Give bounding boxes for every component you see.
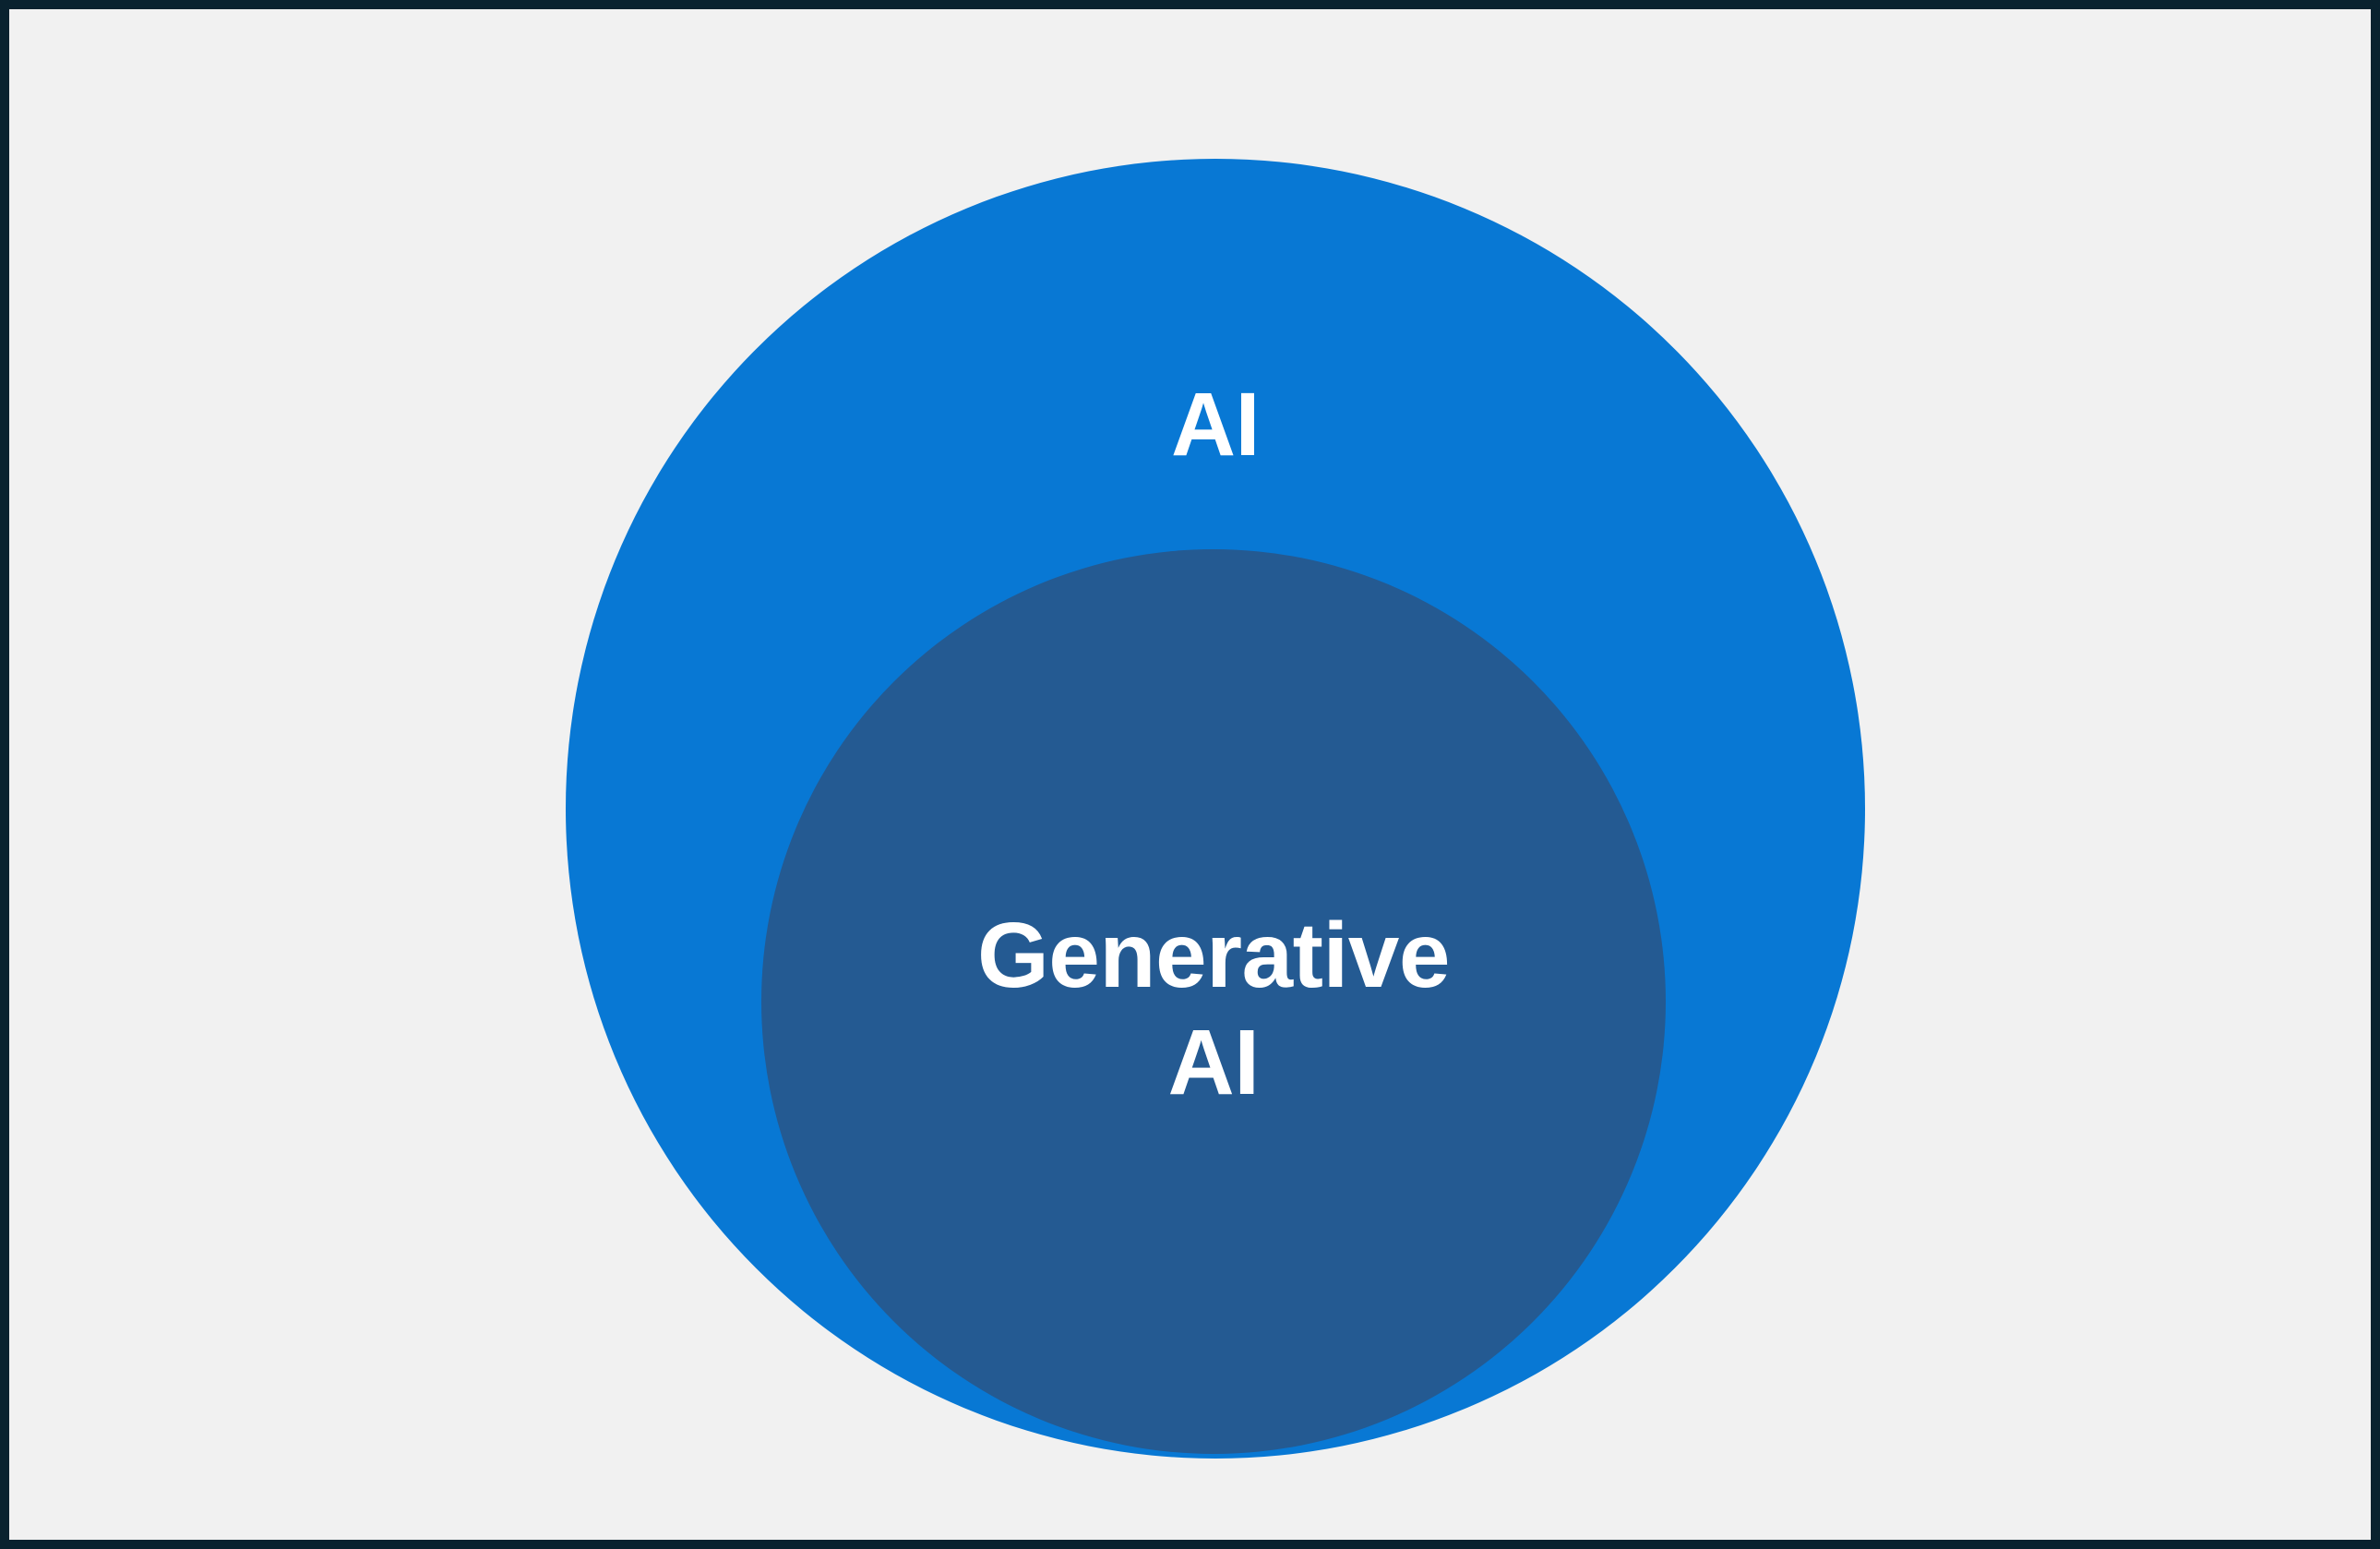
set-label-generative-ai: Generative AI	[977, 904, 1450, 1114]
set-label-ai: AI	[1171, 374, 1261, 474]
set-circle-generative-ai[interactable]: Generative AI	[761, 549, 1666, 1454]
venn-diagram: AI Generative AI	[9, 9, 2371, 1540]
